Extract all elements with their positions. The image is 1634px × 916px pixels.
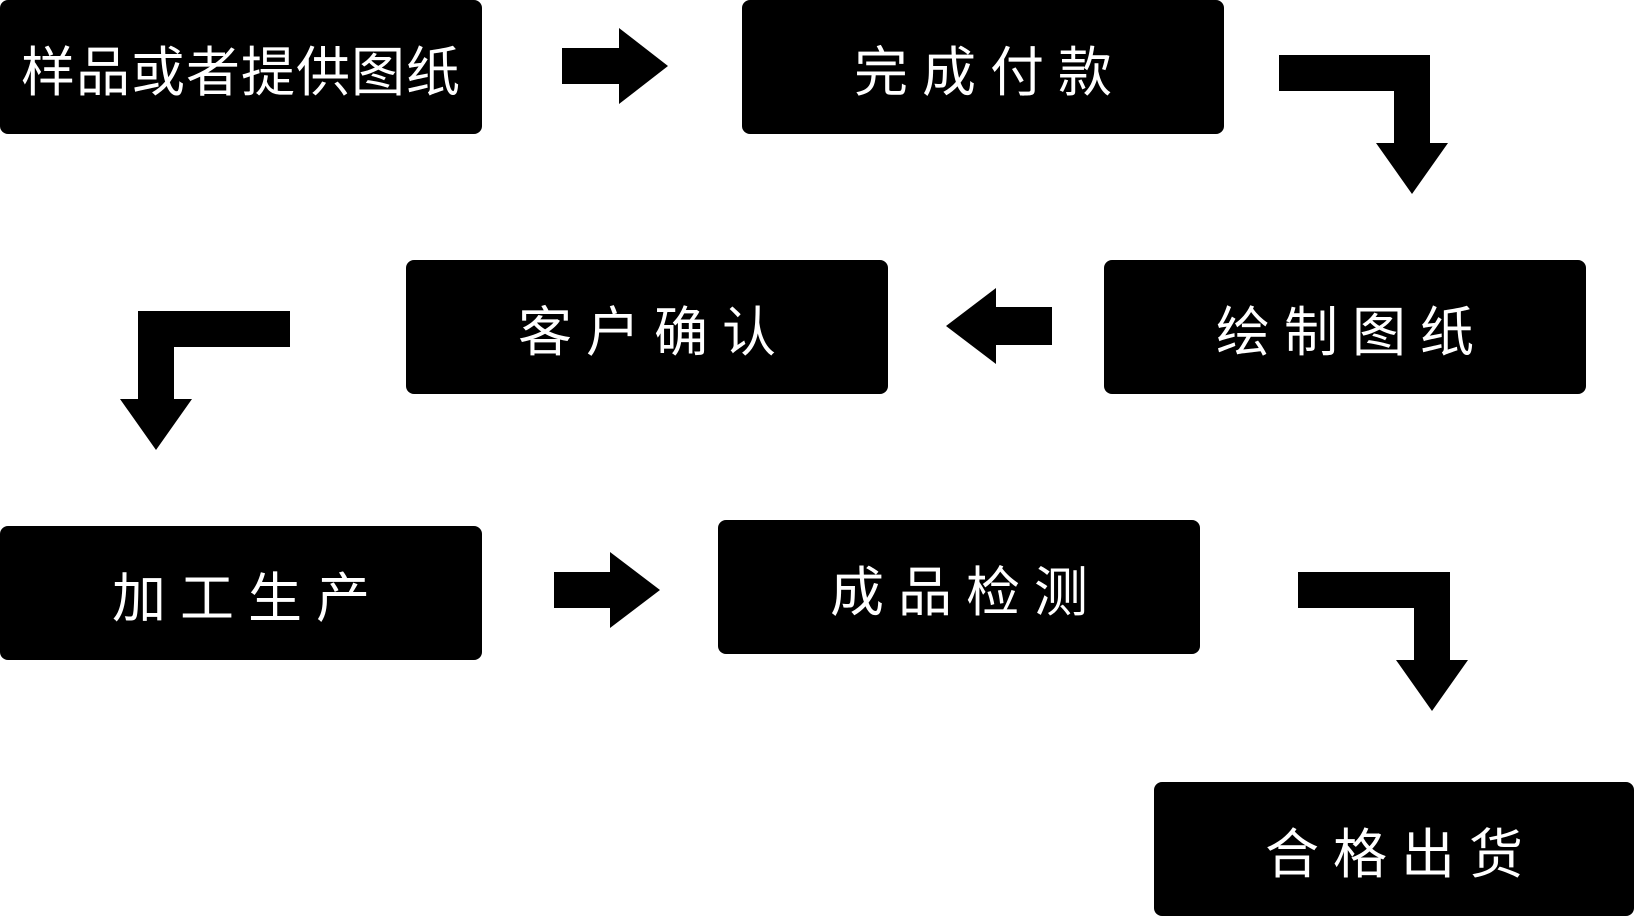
- step-production: 加工生产: [0, 526, 482, 660]
- arrow-right-2: [554, 552, 660, 628]
- arrow-left-1: [946, 288, 1052, 364]
- step-sample-or-drawing: 样品或者提供图纸: [0, 0, 482, 134]
- step-complete-payment: 完成付款: [742, 0, 1224, 134]
- step-qualified-shipping: 合格出货: [1154, 782, 1634, 916]
- step-draw-drawings: 绘制图纸: [1104, 260, 1586, 394]
- arrow-elbow-down-3: [1298, 572, 1468, 711]
- step-customer-confirm: 客户确认: [406, 260, 888, 394]
- arrow-elbow-down-2: [120, 311, 290, 450]
- arrow-elbow-down-1: [1279, 55, 1448, 194]
- step-product-inspection: 成品检测: [718, 520, 1200, 654]
- arrow-right-1: [562, 28, 668, 104]
